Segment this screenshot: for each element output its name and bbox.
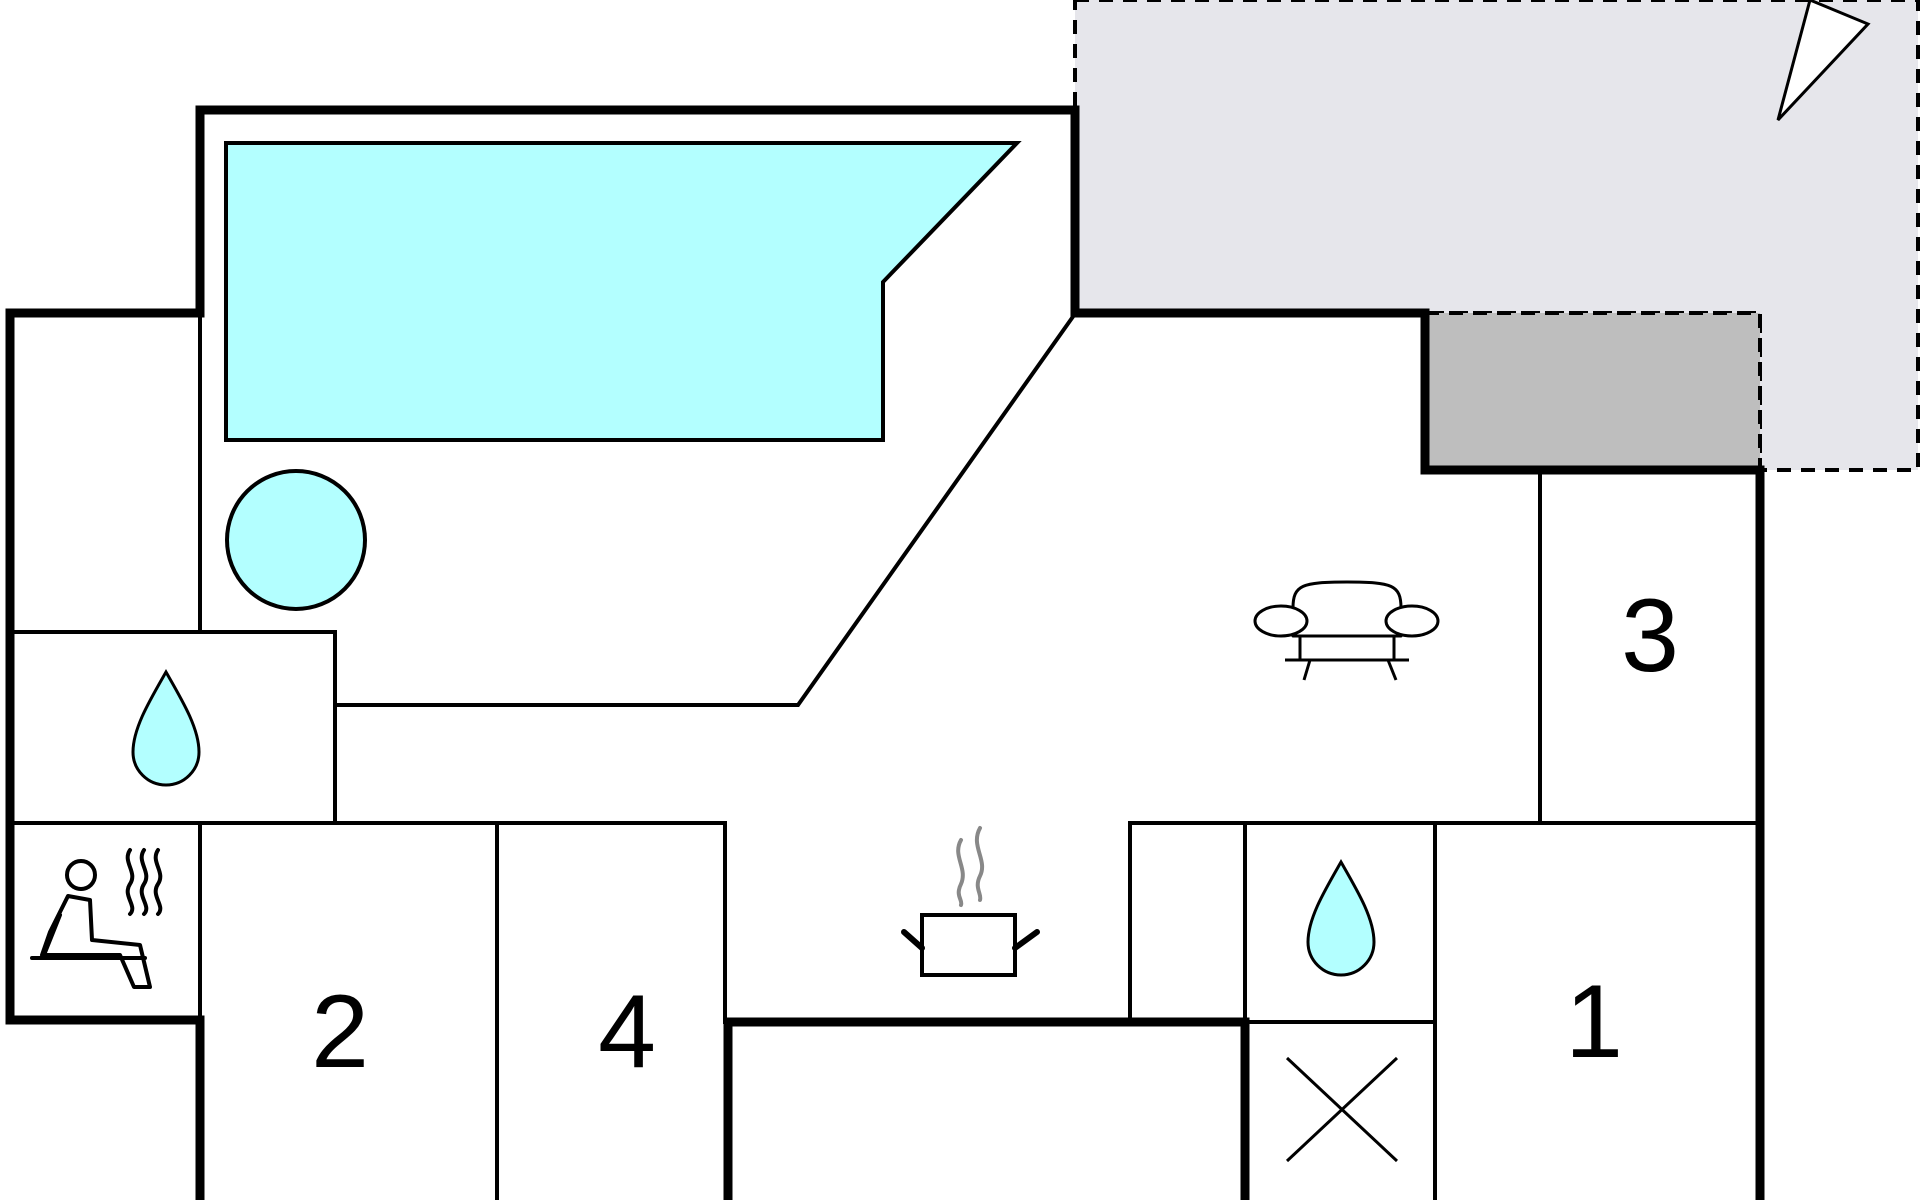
- room-number-2: 2: [311, 974, 369, 1090]
- outer-wall: [5, 105, 1765, 1200]
- north-arrow-icon: [1776, 0, 1871, 122]
- swimming-pool: [224, 141, 1022, 442]
- covered-terrace: [1423, 311, 1762, 472]
- water-drop-icon: [131, 668, 201, 787]
- interior-walls: [8, 311, 1762, 1200]
- water-drop-icon: [1306, 858, 1376, 977]
- room-number-4: 4: [598, 974, 656, 1090]
- sofa-icon: [1253, 580, 1440, 681]
- cooking-pot-icon: [901, 826, 1040, 977]
- sauna-icon: [30, 848, 163, 989]
- room-number-3: 3: [1621, 578, 1679, 694]
- cross-icon: [1285, 1056, 1399, 1163]
- outer-wall-lower: [723, 1017, 1250, 1200]
- hot-tub-icon: [225, 469, 367, 611]
- room-number-1: 1: [1565, 964, 1623, 1080]
